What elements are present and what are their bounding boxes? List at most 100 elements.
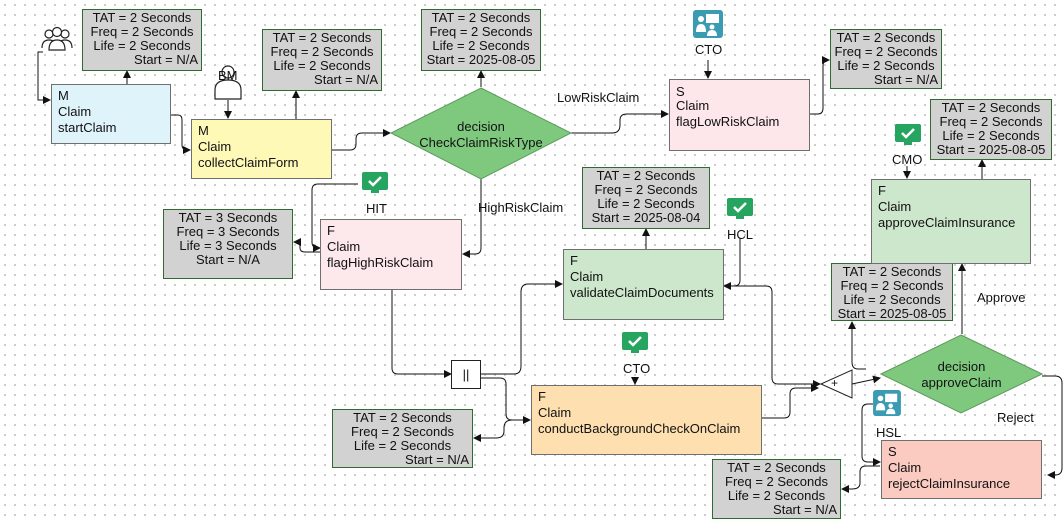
node-entity: Claim [878,199,912,214]
monitor-check-icon [895,124,921,146]
edge-hsl-reject [861,403,881,466]
meta-tat: TAT = 2 Seconds [596,168,696,183]
meta-life: Life = 2 Seconds [273,58,371,73]
node-type: F [878,183,886,198]
node-flag-high-risk-claim[interactable]: F Claim flagHighRiskClaim [320,219,462,290]
node-entity: Claim [570,269,604,284]
meta-box-approveins: TAT = 2 Seconds Freq = 2 Seconds Life = … [930,99,1052,160]
meta-life: Life = 2 Seconds [727,488,826,503]
node-approve-claim-insurance[interactable]: F Claim approveClaimInsurance [871,179,1031,264]
meta-freq: Freq = 3 Seconds [176,224,280,239]
merge-gateway[interactable] [820,369,853,399]
node-entity: Claim [676,98,710,113]
meta-start: Start = N/A [314,72,378,87]
decision-risk-label: decision CheckClaimRiskType [390,119,572,151]
meta-box-background: TAT = 2 Seconds Freq = 2 Seconds Life = … [332,409,473,468]
edge-decision-low [571,110,669,134]
merge-gateway-symbol: + [831,376,839,390]
node-type: F [570,253,578,268]
meta-freq: Freq = 2 Seconds [939,114,1043,129]
node-action: flagHighRiskClaim [327,255,434,270]
edge-high-parallel [391,290,452,378]
edge-meta-reject [841,465,880,493]
actor-label-hit: HIT [366,201,387,216]
edge-hit-high [311,183,358,252]
group-users-icon [40,24,74,52]
node-background-check[interactable]: F Claim conductBackgroundCheckOnClaim [531,385,762,455]
actor-label-cmo: CMO [892,152,923,167]
meta-box-approve-decision: TAT = 2 Seconds Freq = 2 Seconds Life = … [831,263,953,321]
meta-tat: TAT = 2 Seconds [353,410,452,425]
decision-approve-diamond[interactable] [880,334,1043,414]
decision-risk-diamond[interactable] [390,87,572,180]
meta-tat: TAT = 2 Seconds [431,10,531,25]
node-entity: Claim [888,460,922,475]
edge-validate-merge [724,285,821,388]
node-action: collectClaimForm [198,155,299,170]
meta-start: Start = N/A [773,502,837,517]
decision-name: approveClaim [921,375,1002,390]
meta-life: Life = 2 Seconds [93,38,191,53]
node-action: flagLowRiskClaim [676,114,780,129]
node-reject-claim-insurance[interactable]: S Claim rejectClaimInsurance [881,440,1042,499]
edge-meta-high [293,238,320,253]
edge-meta-approve-decision [848,321,866,370]
parallel-gateway[interactable]: || [451,360,481,389]
edge-startclaim-collect [171,114,191,154]
edge-start-actor [37,51,51,104]
meta-start: Start = N/A [874,72,938,87]
meta-life: Life = 2 Seconds [837,58,935,73]
edge-label-approve: Approve [977,290,1026,305]
edge-parallel-background [481,377,531,424]
edge-collect-decision [332,129,391,151]
meta-box-collect: TAT = 2 Seconds Freq = 2 Seconds Life = … [262,29,382,91]
meta-tat: TAT = 2 Seconds [836,30,936,45]
edge-label-high-risk: HighRiskClaim [478,200,564,215]
meta-freq: Freq = 2 Seconds [429,24,533,39]
meta-freq: Freq = 2 Seconds [351,424,454,439]
meta-tat: TAT = 2 Seconds [941,100,1041,115]
meta-life: Life = 2 Seconds [353,438,452,453]
monitor-check-icon [362,172,388,194]
node-entity: Claim [58,104,92,119]
node-validate-claim-documents[interactable]: F Claim validateClaimDocuments [563,249,724,320]
node-action: rejectClaimInsurance [888,476,1011,491]
meta-life: Life = 2 Seconds [843,292,941,307]
node-type: F [327,223,335,238]
user-icon [213,64,243,100]
node-action: startClaim [58,120,117,135]
meta-tat: TAT = 2 Seconds [842,264,942,279]
node-type: S [888,444,897,459]
meta-box-flaglow: TAT = 2 Seconds Freq = 2 Seconds Life = … [830,29,942,89]
meta-freq: Freq = 2 Seconds [90,24,194,39]
edge-label-low-risk: LowRiskClaim [557,90,640,105]
meta-freq: Freq = 2 Seconds [594,182,698,197]
node-entity: Claim [538,405,572,420]
meta-freq: Freq = 2 Seconds [840,278,944,293]
node-start-claim[interactable]: M Claim startClaim [51,84,171,144]
meta-freq: Freq = 2 Seconds [725,474,828,489]
meta-start: Start = N/A [134,52,198,67]
node-action: approveClaimInsurance [878,215,1016,230]
actor-label-hsl: HSL [876,425,902,440]
decision-approve-label: decision approveClaim [880,359,1043,391]
edge-reject [1042,375,1063,479]
meta-freq: Freq = 2 Seconds [834,44,938,59]
node-entity: Claim [198,139,232,154]
edge-merge-approve [851,375,881,385]
meta-life: Life = 2 Seconds [597,196,695,211]
node-collect-claim-form[interactable]: M Claim collectClaimForm [191,119,332,179]
node-entity: Claim [327,239,361,254]
meta-start: Start = 2025-08-05 [426,52,536,67]
node-action: validateClaimDocuments [570,285,714,300]
actor-label-hcl: HCL [727,227,754,242]
meta-life: Life = 2 Seconds [432,38,530,53]
node-flag-low-risk-claim[interactable]: S Claim flagLowRiskClaim [669,79,810,151]
edge-background-merge [762,384,819,419]
meta-box-reject: TAT = 2 Seconds Freq = 2 Seconds Life = … [712,459,841,519]
meta-start: Start = 2025-08-05 [936,142,1046,157]
meta-life: Life = 3 Seconds [179,238,277,253]
actor-label-cto-top: CTO [695,42,723,57]
edge-hcl-validate [723,238,741,290]
